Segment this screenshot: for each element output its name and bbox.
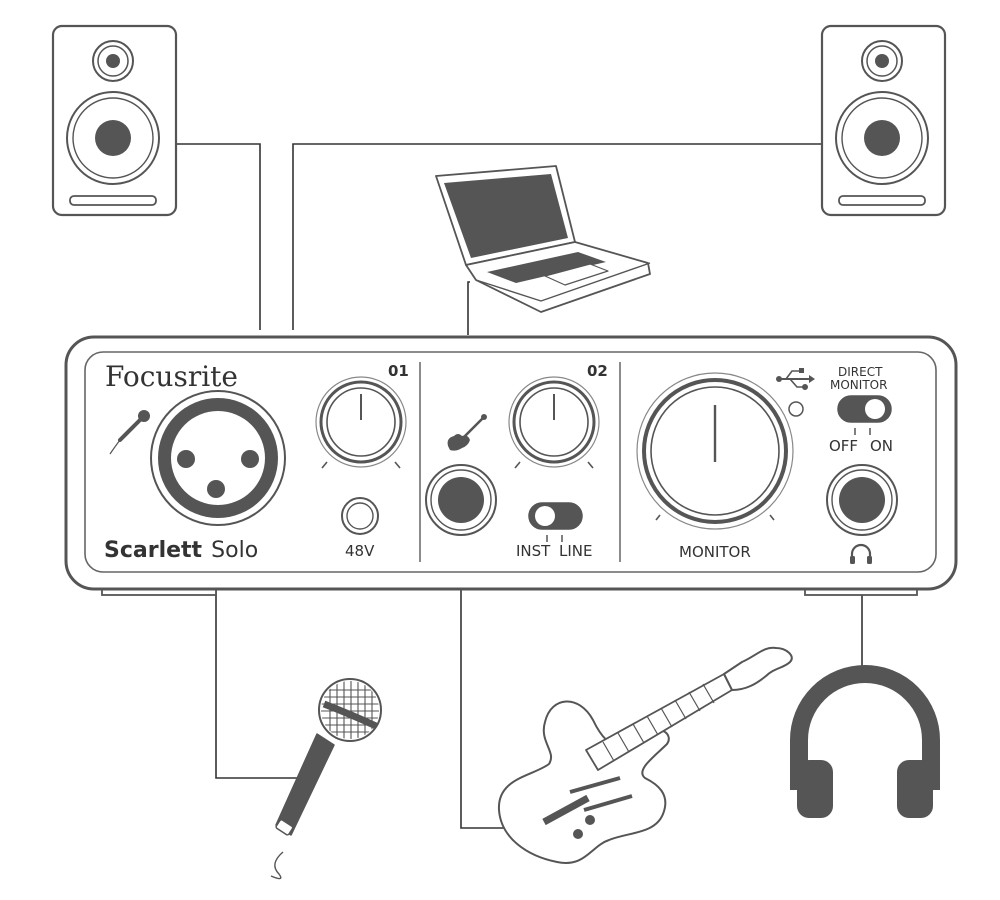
- on-label: ON: [870, 437, 893, 455]
- guitar-cable: [460, 520, 520, 829]
- headphone-output-jack[interactable]: [826, 464, 898, 536]
- inst-label: INST: [516, 542, 551, 560]
- microphone-cable: [215, 505, 300, 779]
- gain-knob-2[interactable]: [508, 376, 600, 469]
- usb-icon: [776, 368, 815, 390]
- headphones-icon: [790, 665, 940, 818]
- left-speaker-icon: [51, 24, 178, 217]
- electric-guitar-icon: [497, 646, 793, 865]
- direct-monitor-label-line1: DIRECT: [838, 365, 883, 379]
- xlr-combo-input[interactable]: [150, 390, 286, 526]
- monitor-label: MONITOR: [679, 543, 751, 561]
- right-speaker-icon: [820, 24, 947, 217]
- channel-1-label: 01: [388, 362, 409, 380]
- microphone-icon: [270, 678, 382, 880]
- inst-line-switch[interactable]: [528, 502, 583, 542]
- laptop-icon: [435, 165, 651, 313]
- gain-knob-1[interactable]: [315, 376, 407, 469]
- channel-2-label: 02: [587, 362, 608, 380]
- microphone-small-icon: [109, 410, 150, 455]
- direct-monitor-switch[interactable]: [837, 395, 892, 435]
- model-name-light: Solo: [211, 538, 258, 563]
- off-label: OFF: [829, 437, 858, 455]
- headphones-small-icon: [850, 543, 872, 564]
- guitar-small-icon: [447, 414, 487, 451]
- instrument-jack-input[interactable]: [425, 464, 497, 536]
- model-name: Scarlett Solo: [104, 538, 258, 563]
- line-label: LINE: [559, 542, 592, 560]
- phantom-power-label: 48V: [345, 542, 375, 560]
- phantom-power-button[interactable]: [341, 497, 379, 535]
- usb-cable: [467, 281, 470, 335]
- left-speaker-cable: [176, 143, 261, 330]
- usb-led: [788, 401, 804, 417]
- monitor-knob[interactable]: [636, 372, 794, 530]
- brand-name: Focusrite: [105, 360, 238, 393]
- model-name-bold: Scarlett: [104, 538, 203, 563]
- direct-monitor-label-line2: MONITOR: [830, 378, 887, 392]
- right-speaker-cable: [292, 143, 822, 330]
